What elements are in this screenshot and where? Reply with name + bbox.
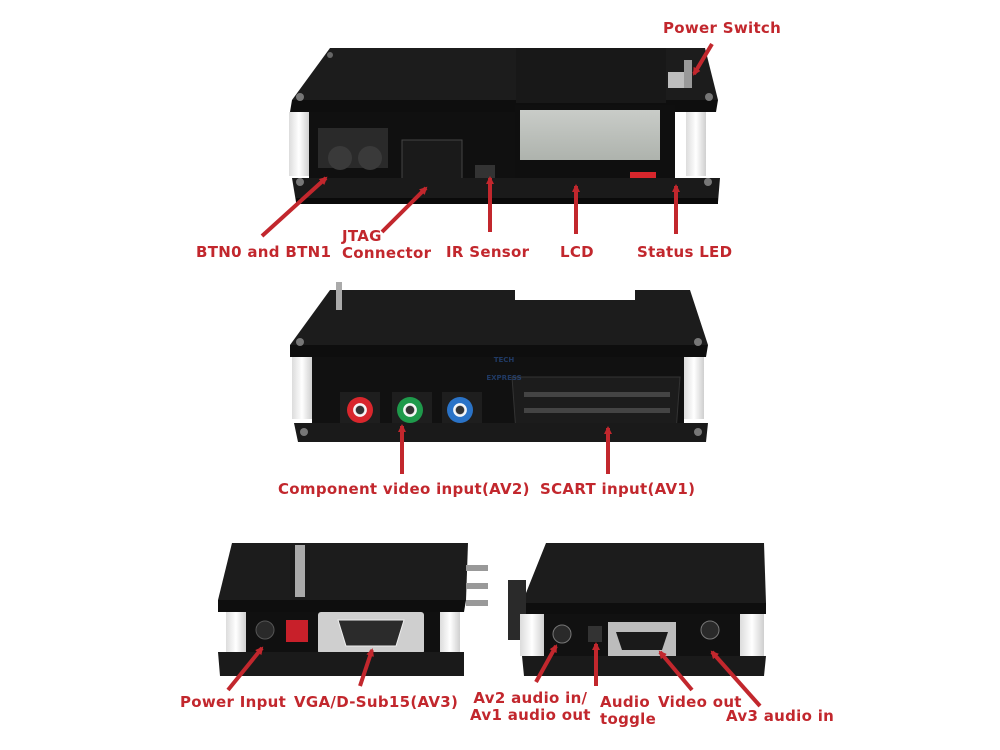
label-jtag-line2: Connector [342,244,432,262]
label-av3-audio: Av3 audio in [726,707,835,725]
arrow-video-out [658,650,694,692]
label-vga: VGA/D-Sub15(AV3) [294,693,459,711]
label-audio-toggle: Audio toggle [600,694,656,728]
label-power-input: Power Input [180,693,287,711]
arrow-btn [260,176,328,238]
label-audio-toggle-line1: Audio [600,693,650,711]
arrow-vga [358,648,374,687]
label-av2-audio-line1: Av2 audio in/ [473,689,588,707]
label-power-switch: Power Switch [663,19,782,37]
label-video-out: Video out [658,693,742,711]
label-av2-audio: Av2 audio in/ Av1 audio out [470,690,591,724]
label-scart: SCART input(AV1) [540,480,696,498]
device-left-view [218,543,488,676]
label-jtag: JTAG Connector [342,228,431,262]
arrow-jtag [380,186,428,234]
device-right-view [508,543,766,676]
label-lcd: LCD [560,243,594,261]
arrow-av2-audio [534,644,558,683]
label-jtag-line1: JTAG [342,227,382,245]
label-status-led: Status LED [637,243,733,261]
device-top-view [289,48,720,204]
arrow-power-switch [692,42,714,76]
arrow-power-input [226,646,264,692]
watermark-logo: TECH EXPRESS [486,356,522,382]
label-ir-sensor: IR Sensor [446,243,530,261]
label-component-video: Component video input(AV2) [278,480,530,498]
callout-arrows [226,42,762,708]
label-btn0-btn1: BTN0 and BTN1 [196,243,332,261]
label-av2-audio-line2: Av1 audio out [470,706,591,724]
label-audio-toggle-line2: toggle [600,710,657,728]
arrow-av3-audio [710,650,762,708]
device-front-view [290,282,708,442]
